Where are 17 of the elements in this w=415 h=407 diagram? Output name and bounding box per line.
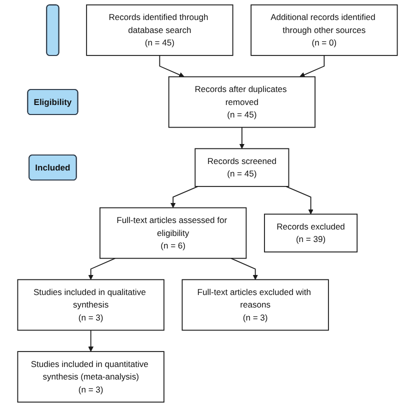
arrow xyxy=(285,186,314,214)
arrow xyxy=(88,258,116,280)
arrow xyxy=(230,258,258,280)
arrow xyxy=(88,330,94,352)
arrow xyxy=(170,186,198,208)
arrow xyxy=(159,54,184,78)
node-box: Records screened (n = 45) xyxy=(194,148,290,187)
node-box: Studies included in qualitative synthesis (n = 3) xyxy=(17,279,164,331)
node-box: Full-text articles assessed for eligibility (n = 6) xyxy=(100,207,247,259)
node-box: Additional records identified through other sources (n = 0) xyxy=(250,4,398,56)
node-box: Full-text articles excluded with reasons (n = 3) xyxy=(182,279,329,331)
node-box: Studies included in quantitative synthesis (meta-analysis) (n = 3) xyxy=(17,351,164,403)
arrow xyxy=(239,126,245,149)
node-box: Records identified through database search (n = 45) xyxy=(86,4,234,56)
node-box: Records after duplicates removed (n = 45) xyxy=(168,76,316,128)
arrow xyxy=(300,54,325,78)
node-box: Records excluded (n = 39) xyxy=(264,214,358,252)
